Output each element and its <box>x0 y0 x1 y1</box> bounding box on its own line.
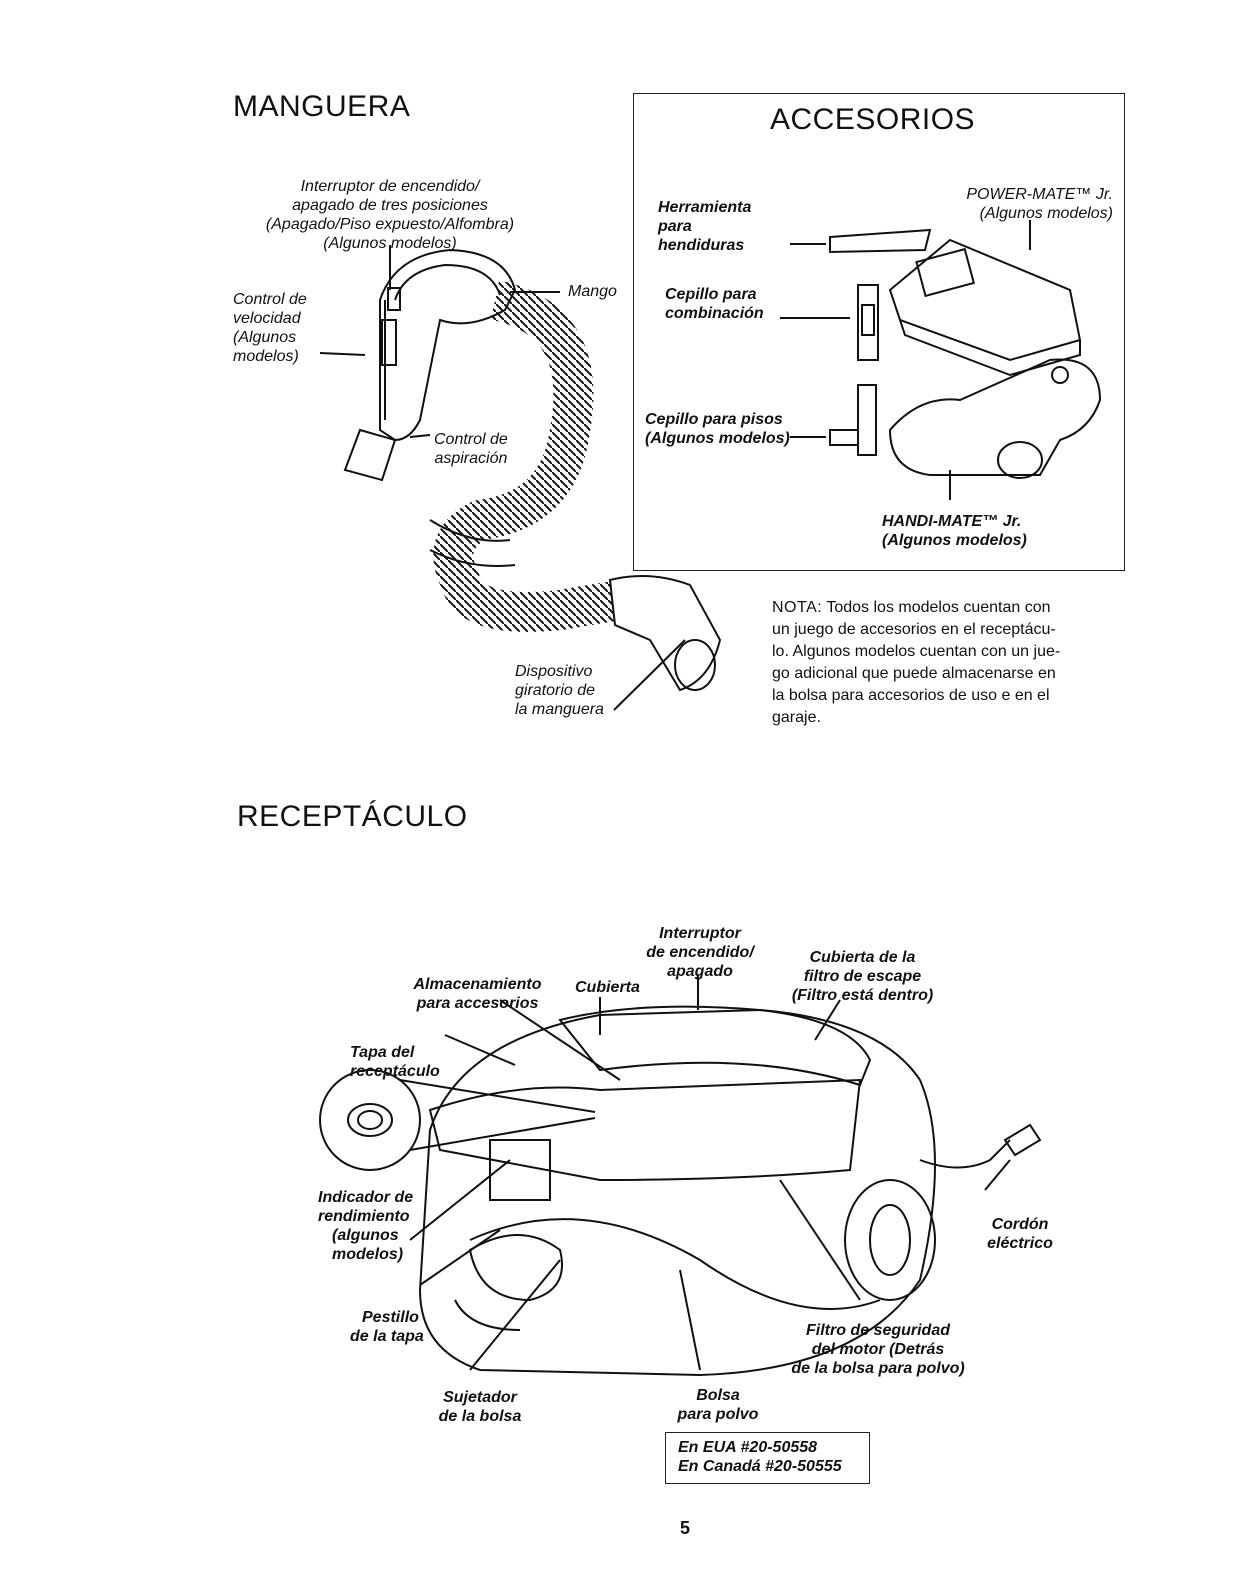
power-mate-drawing <box>888 220 1082 377</box>
handi-mate-drawing <box>888 358 1102 500</box>
combination-brush-drawing <box>780 284 879 361</box>
label-mango: Mango <box>568 283 617 300</box>
label-dispositivo-giratorio: Dispositivo giratorio de la manguera <box>515 663 604 718</box>
label-handi-mate: HANDI-MATE™ Jr. (Algunos modelos) <box>882 513 1027 549</box>
hose-drawing <box>429 280 722 692</box>
label-sujetador-bolsa: Sujetador de la bolsa <box>438 1389 522 1425</box>
crevice-tool-drawing <box>790 228 932 254</box>
label-herramienta-hendiduras: Herramienta para hendiduras <box>658 199 752 254</box>
label-power-mate: POWER-MATE™ Jr. (Algunos modelos) <box>966 186 1113 222</box>
manguera-title: MANGUERA <box>233 90 411 123</box>
label-cubierta-filtro: Cubierta de la filtro de escape (Filtro … <box>791 949 934 1004</box>
label-pestillo: Pestillo de la tapa <box>350 1309 424 1345</box>
label-indicador-rendimiento: Indicador de rendimiento (algunos modelo… <box>318 1189 414 1263</box>
page-number: 5 <box>680 1518 691 1538</box>
nota-paragraph: NOTA: Todos los modelos cuentan con un j… <box>772 599 1061 726</box>
accesorios-box <box>633 93 1125 571</box>
floor-brush-drawing <box>790 384 877 456</box>
part-number-box: En EUA #20-50558 En Canadá #20-50555 <box>665 1432 870 1484</box>
receptaculo-title: RECEPTÁCULO <box>237 800 468 833</box>
accesorios-title: ACCESORIOS <box>770 103 976 136</box>
label-control-aspiracion: Control de aspiración <box>434 431 508 467</box>
power-cord-drawing <box>919 1123 1042 1169</box>
label-interruptor-manguera: Interruptor de encendido/ apagado de tre… <box>265 178 515 252</box>
label-cordon-electrico: Cordón eléctrico <box>987 1216 1053 1252</box>
label-interruptor-receptaculo: Interruptor de encendido/ apagado <box>646 925 754 980</box>
label-almacenamiento: Almacenamiento para accesorios <box>413 976 542 1012</box>
canister-drawing <box>418 1005 936 1377</box>
indicator-callout-drawing <box>319 1069 596 1171</box>
label-tapa-receptaculo: Tapa del receptáculo <box>350 1044 440 1080</box>
label-cepillo-combinacion: Cepillo para combinación <box>665 286 764 322</box>
label-cubierta: Cubierta <box>575 979 640 996</box>
nota-label: NOTA: <box>772 599 823 616</box>
label-bolsa-polvo: Bolsa para polvo <box>677 1387 759 1423</box>
label-control-velocidad: Control de velocidad (Algunos modelos) <box>233 291 307 365</box>
label-cepillo-pisos: Cepillo para pisos (Algunos modelos) <box>645 411 790 447</box>
label-filtro-seguridad: Filtro de seguridad del motor (Detrás de… <box>791 1322 965 1377</box>
